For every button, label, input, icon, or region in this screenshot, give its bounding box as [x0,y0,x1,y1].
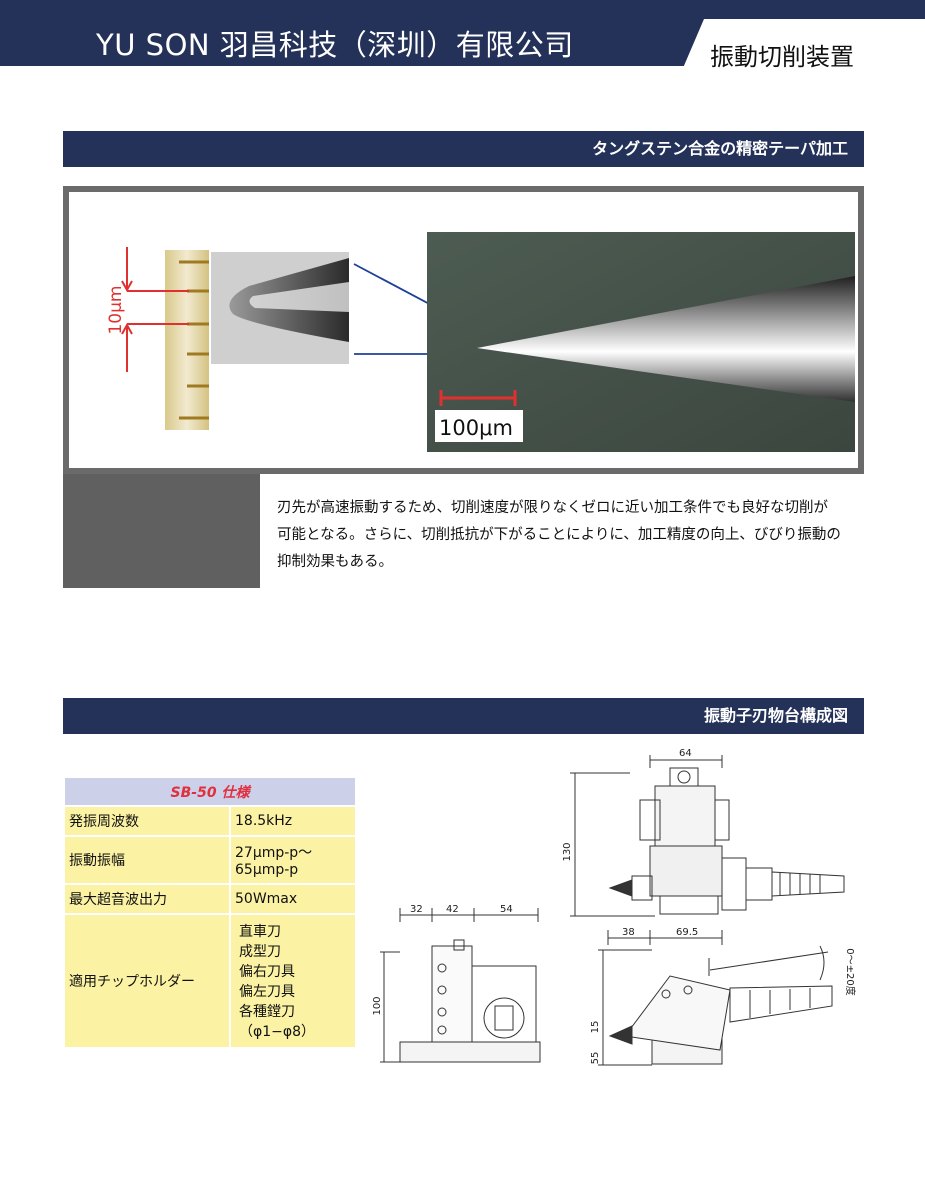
ruler-ticks [179,260,209,420]
description-line: 可能となる。さらに、切削抵抗が下がることによりに、加工精度の向上、びびり振動の [277,527,841,543]
taper-photo-area: 10μm 100μm [69,192,858,468]
side-view-drawing [380,908,541,1063]
dim-bottom-width-1: 38 [622,927,635,938]
spec-value-line: 18.5kHz [235,813,293,829]
dim-bottom-height-2: 55 [590,1052,601,1065]
spec-label: 適用チップホルダー [63,913,231,1049]
scale-marker-100um [439,390,517,406]
dim-left-width-1: 32 [410,904,423,915]
spec-table-title: SB-50 仕様 [63,776,357,807]
spec-label: 発振周波数 [63,805,231,837]
dim-front-width: 64 [679,748,692,759]
spec-value-line: 成型刀 [239,944,281,960]
description-line: 抑制効果もある。 [277,554,393,570]
section1-title-bar: タングステン合金の精密テーパ加工 [63,131,864,167]
scale-label-100um: 100μm [439,416,513,440]
scale-marker-10um [121,247,189,372]
spec-value: 18.5kHz [229,805,357,837]
tool-post-drawings: 64 130 32 42 54 100 38 69.5 15 55 0～±20度 [372,748,857,1066]
spec-value-line: 直車刀 [239,924,281,940]
taper-cone [477,276,855,402]
spec-value-line: 各種鏜刀 [239,1004,295,1020]
ruler-strip [165,250,209,430]
drawing-dimension-labels: 64 130 32 42 54 100 38 69.5 15 55 0～±20度 [372,748,857,1064]
table-row: 適用チップホルダー 直車刀 成型刀 偏右刀具 偏左刀具 各種鏜刀 （φ1−φ8） [63,913,357,1049]
taper-photo-panel: 10μm 100μm [63,186,864,474]
spec-value-line: 偏左刀具 [239,984,295,1000]
scale-label-box [435,410,523,442]
spec-value: 直車刀 成型刀 偏右刀具 偏左刀具 各種鏜刀 （φ1−φ8） [229,913,357,1049]
taper-photo-illustration: 10μm 100μm [106,232,855,452]
dim-bottom-width-2: 69.5 [676,927,698,938]
spec-table-header-row: SB-50 仕様 [63,776,357,807]
dim-bottom-height-1: 15 [590,1021,601,1034]
spec-value: 27μmp-p～ 65μmp-p [229,835,357,885]
description-line: 刃先が高速振動するため、切削速度が限りなくゼロに近い加工条件でも良好な切削が [277,500,828,516]
table-row: 最大超音波出力 50Wmax [63,883,357,915]
section-tab-label: 振動切削装置 [710,43,854,71]
dim-left-width-3: 54 [500,904,513,915]
spec-value-line: 偏右刀具 [239,964,295,980]
spec-table: SB-50 仕様 発振周波数 18.5kHz 振動振幅 27μmp-p～ 65μ… [63,776,357,1049]
section-tab [680,19,925,75]
spec-value-line: 65μmp-p [235,862,299,878]
spec-value-line: 50Wmax [235,891,298,907]
section2-title-bar: 振動子刃物台構成図 [63,698,864,734]
spec-value-line: 27μmp-p～ [235,845,313,861]
dim-front-height: 130 [562,842,573,861]
top-view-drawing [598,930,833,1066]
table-row: 発振周波数 18.5kHz [63,805,357,837]
company-name: YU SON 羽昌科技（深圳）有限公司 [96,28,574,62]
scale-label-10um: 10μm [106,285,126,334]
spec-value-line: （φ1−φ8） [239,1024,316,1040]
dim-left-width-2: 42 [446,904,459,915]
spec-label: 最大超音波出力 [63,883,231,915]
table-row: 振動振幅 27μmp-p～ 65μmp-p [63,835,357,885]
front-view-drawing [570,755,845,917]
spec-value: 50Wmax [229,883,357,915]
dim-left-height: 100 [372,996,383,1015]
description-side-panel [63,474,260,588]
taper-description: 刃先が高速振動するため、切削速度が限りなくゼロに近い加工条件でも良好な切削が 可… [277,495,867,576]
dim-angle: 0～±20度 [844,948,857,995]
spec-label: 振動振幅 [63,835,231,885]
